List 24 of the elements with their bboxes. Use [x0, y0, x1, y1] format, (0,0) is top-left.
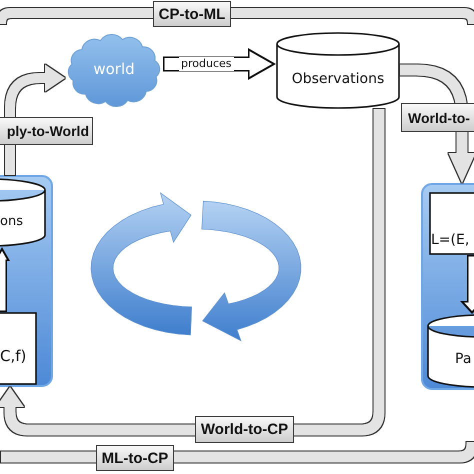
arrow [163, 48, 276, 80]
database-cylinder [276, 32, 400, 109]
edge-label: produces [179, 57, 234, 71]
arrow [460, 255, 474, 314]
edge-label: World-to- [401, 103, 474, 132]
pipe-label: CP-to-ML [153, 1, 231, 27]
node-label: L=(E, [431, 232, 470, 248]
edge-label: World-to-CP [195, 416, 294, 443]
node-label: C,f) [0, 348, 26, 366]
database-cylinder [0, 178, 46, 247]
panel [0, 175, 53, 387]
pipe-label: ML-to-CP [96, 445, 174, 471]
node-label: world [93, 61, 135, 78]
arrow [0, 247, 10, 312]
process-box [0, 312, 37, 385]
cloud-shape [65, 33, 163, 108]
node-label: Observations [292, 71, 384, 88]
arrow [400, 64, 474, 183]
node-label: ons [0, 215, 23, 230]
database-cylinder [427, 314, 474, 388]
panel [421, 183, 474, 390]
edge-label: ply-to-World [0, 117, 93, 145]
node-label: Pa [455, 351, 472, 368]
process-box [429, 192, 474, 255]
